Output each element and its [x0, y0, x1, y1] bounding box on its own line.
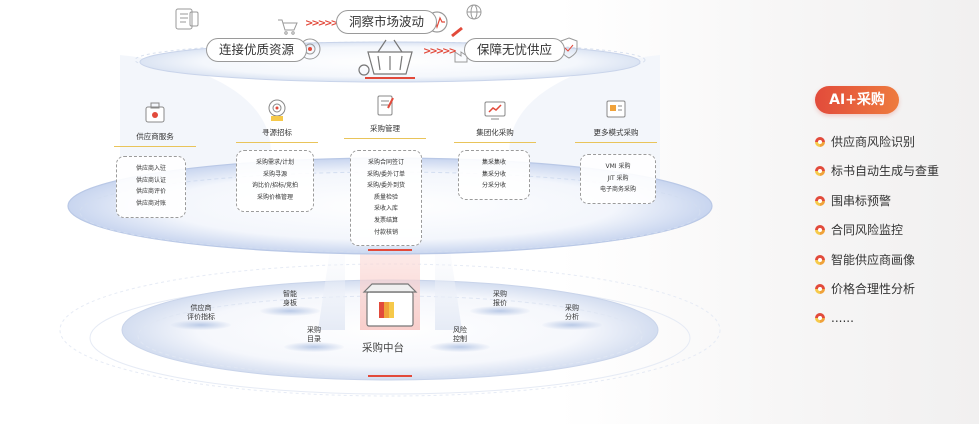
list-item: 智能供应商画像 — [815, 251, 939, 280]
list-item: 采购寻源 — [262, 170, 287, 178]
platform-title: 采购中台 — [362, 342, 404, 354]
bubble-label: 风险控制 — [453, 326, 467, 343]
list-item: 质量检验 — [373, 193, 398, 201]
bubble-quote: 采购报价 — [470, 290, 530, 316]
list-item: 发票结算 — [373, 216, 398, 224]
list-item: 价格合理性分析 — [815, 280, 939, 309]
list-item: 供应商入驻 — [135, 165, 166, 172]
pill-market: 洞察市场波动 — [336, 10, 438, 34]
category-more-modes: 更多模式采购 — [561, 96, 671, 143]
list-item: VMI 采购 — [605, 163, 631, 170]
more-modes-icon — [602, 96, 630, 124]
list-item: 付款核销 — [373, 228, 398, 236]
list-item: 供应商评价 — [135, 188, 166, 196]
list-item: 询比价/招标/竞拍 — [251, 182, 299, 190]
supplier-icon — [141, 100, 169, 128]
bullet-icon — [815, 137, 825, 147]
category-procurement: 采购管理 — [330, 92, 440, 139]
group-purchase-icon — [481, 96, 509, 124]
basket-icon — [358, 39, 413, 76]
sourcing-icon — [263, 96, 291, 124]
more-modes-items-box: VMI 采购 JIT 采购 电子商务采购 — [580, 154, 656, 204]
category-group-purchase: 集团化采购 — [440, 96, 550, 143]
category-title: 供应商服务 — [136, 132, 174, 141]
bubble-risk-control: 风险控制 — [430, 326, 490, 352]
bullet-icon — [815, 283, 825, 294]
factory-icon — [454, 51, 468, 63]
list-item: 采购需求/计划 — [255, 159, 295, 166]
category-title: 寻源招标 — [262, 128, 292, 137]
checklist-icon — [175, 8, 193, 30]
list-item: 合同风险监控 — [815, 221, 939, 250]
list-item: ...... — [815, 309, 939, 338]
bullet-icon — [815, 313, 825, 324]
list-item: 采购/委外到货 — [366, 182, 406, 190]
procurement-icon — [371, 92, 399, 120]
bullet-icon — [815, 195, 825, 206]
list-item: 集采集收 — [481, 159, 506, 166]
list-item: 标书自动生成与查重 — [815, 162, 939, 191]
category-title: 更多模式采购 — [593, 128, 639, 137]
flow-arrows-2: >>>>> — [423, 46, 457, 57]
flow-arrows: >>>>> — [305, 18, 339, 29]
list-item: 供应商风险识别 — [815, 133, 939, 162]
list-item: 集采分收 — [481, 170, 506, 178]
list-item: 围串标预警 — [815, 192, 939, 221]
bubble-catalog: 采购目录 — [284, 326, 344, 352]
cart-icon — [278, 19, 298, 35]
storefront-icon — [362, 283, 418, 327]
globe-icon — [466, 4, 482, 20]
bubble-smart-board: 智能身板 — [260, 290, 320, 316]
list-item: 供应商对账 — [135, 199, 166, 207]
ai-feature-list: 供应商风险识别 标书自动生成与查重 围串标预警 合同风险监控 智能供应商画像 价… — [815, 133, 939, 339]
group-purchase-items-box: 集采集收 集采分收 分采分收 — [458, 150, 530, 200]
sourcing-items-box: 采购需求/计划 采购寻源 询比价/招标/竞拍 采购价格管理 — [236, 150, 314, 212]
bullet-icon — [815, 225, 825, 236]
bubble-label: 智能身板 — [283, 290, 297, 307]
ai-badge: AI+采购 — [815, 86, 899, 114]
category-title: 集团化采购 — [476, 128, 514, 137]
list-item: 供应商认证 — [135, 176, 166, 184]
list-item: 采购价格管理 — [256, 193, 293, 201]
category-title: 采购管理 — [370, 124, 400, 133]
supplier-items-box: 供应商入驻 供应商认证 供应商评价 供应商对账 — [116, 156, 186, 218]
bubble-supplier-evaluation: 供应商评价指标 — [171, 304, 231, 330]
bullet-icon — [815, 254, 825, 265]
list-item: JIT 采购 — [607, 174, 629, 182]
phone-icon — [189, 11, 199, 27]
list-item: 采购/委外订单 — [366, 170, 406, 178]
bubble-label: 采购目录 — [307, 326, 321, 343]
bubble-label: 采购报价 — [493, 290, 507, 307]
list-item: 采购合同签订 — [367, 159, 404, 166]
list-item: 电子商务采购 — [599, 186, 636, 194]
list-item: 采收入库 — [373, 205, 398, 213]
bullet-icon — [815, 166, 825, 177]
bubble-analysis: 采购分析 — [542, 304, 602, 330]
list-item: 分采分收 — [481, 182, 506, 190]
procurement-items-box: 采购合同签订 采购/委外订单 采购/委外到货 质量检验 采收入库 发票结算 付款… — [350, 150, 422, 246]
pill-connect: 连接优质资源 — [206, 38, 308, 62]
bubble-label: 采购分析 — [565, 304, 579, 321]
category-sourcing: 寻源招标 — [222, 96, 332, 143]
pencil-icon — [451, 26, 463, 38]
pill-guarantee: 保障无忧供应 — [464, 38, 566, 62]
bubble-label: 供应商评价指标 — [187, 304, 215, 321]
category-supplier-service: 供应商服务 — [100, 100, 210, 147]
